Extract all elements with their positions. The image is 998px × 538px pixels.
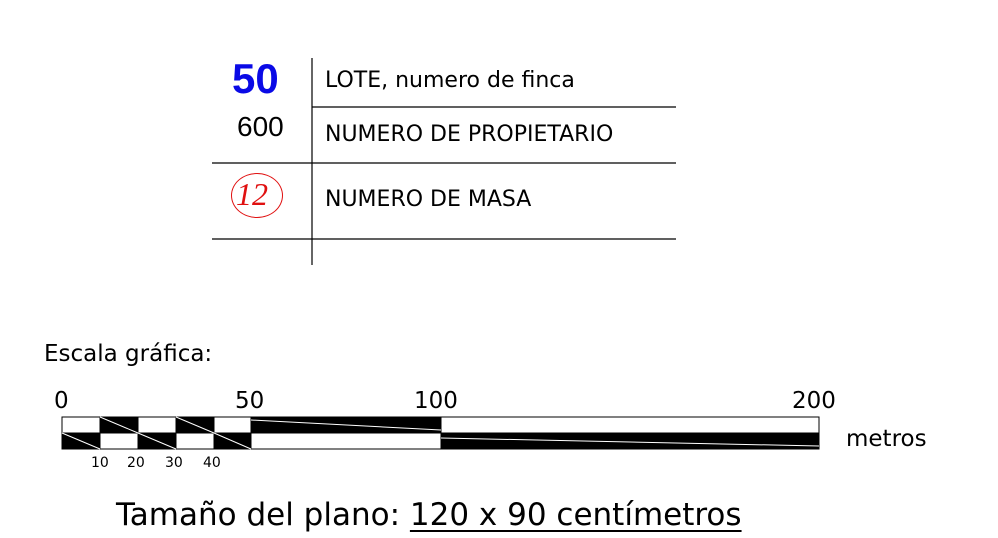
scale-diagonal	[175, 416, 215, 434]
owner-number: 600	[237, 111, 284, 142]
scale-tick-30: 30	[165, 455, 183, 471]
scale-seg-top	[61, 416, 101, 434]
scale-seg-bottom	[175, 432, 215, 450]
scale-bar	[61, 416, 820, 450]
lot-number: 50	[232, 55, 279, 102]
scale-diagonal	[61, 432, 101, 450]
scale-seg-top	[440, 416, 820, 434]
legend-grid	[212, 58, 676, 265]
plan-size-label: Tamaño del plano:	[116, 497, 401, 533]
scale-tick-0: 0	[54, 388, 69, 414]
scale-seg-bottom	[99, 432, 139, 450]
scale-seg-top	[137, 416, 177, 434]
scale-tick-10: 10	[91, 455, 109, 471]
mass-number: 12	[236, 176, 268, 212]
scale-tick-200: 200	[792, 388, 836, 414]
scale-diagonal	[250, 419, 442, 431]
plan-size-dimensions: 120 x 90 centímetros	[409, 497, 742, 533]
legend-label-owner: NUMERO DE PROPIETARIO	[325, 122, 614, 147]
scale-diagonal	[213, 432, 252, 450]
legend-label-mass: NUMERO DE MASA	[325, 187, 532, 212]
scale-tick-50: 50	[235, 388, 265, 414]
mass-number-circle	[231, 173, 283, 218]
scale-tick-100: 100	[414, 388, 458, 414]
plan-size: Tamaño del plano: 120 x 90 centímetros	[116, 500, 742, 531]
scale-seg-bottom	[250, 432, 442, 450]
scale-tick-20: 20	[127, 455, 145, 471]
scale-seg-bottom	[440, 432, 820, 450]
scale-diagonal	[440, 437, 820, 447]
scale-title: Escala gráfica:	[44, 341, 213, 367]
scale-units: metros	[846, 426, 927, 452]
scale-tick-40: 40	[203, 455, 221, 471]
scale-seg-top	[213, 416, 252, 434]
scale-diagonal	[99, 416, 139, 434]
scale-diagonal	[137, 432, 177, 450]
legend-label-lot: LOTE, numero de finca	[325, 68, 575, 93]
